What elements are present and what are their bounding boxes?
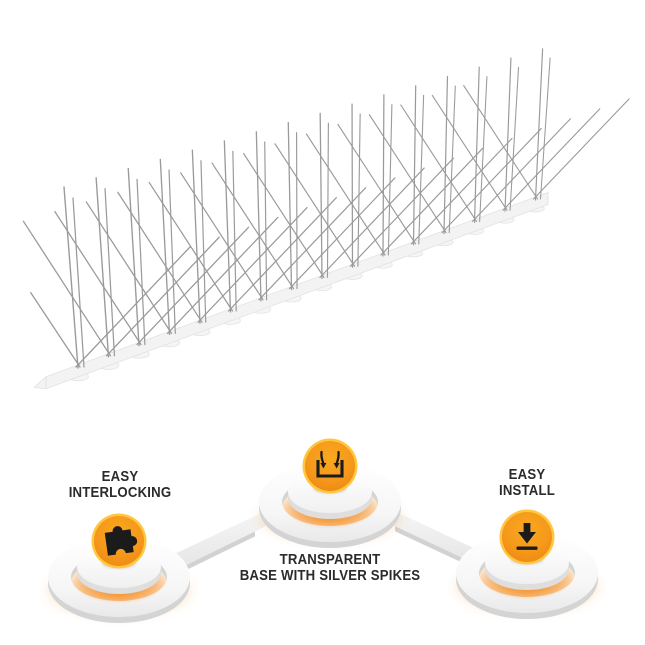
feature-label-easy-interlocking: EASY INTERLOCKING (32, 469, 208, 501)
spike (105, 236, 220, 357)
feature-label-line1: EASY (101, 468, 139, 485)
spike (136, 226, 250, 346)
spike (168, 169, 176, 335)
connector-beams (170, 508, 480, 574)
spike (148, 181, 234, 312)
spike (223, 140, 232, 313)
spike (232, 150, 237, 312)
spike (30, 291, 81, 368)
spike (471, 118, 572, 222)
spike (431, 94, 508, 211)
spike (448, 85, 456, 234)
spike (479, 76, 488, 222)
spike (180, 172, 264, 301)
puzzle-icon (104, 526, 138, 556)
spike (509, 66, 520, 211)
feature-label-transparent-base: TRANSPARENT BASE WITH SILVER SPIKES (224, 552, 435, 584)
spike (197, 206, 308, 323)
bird-spike-strip-render (22, 48, 630, 390)
spike (368, 114, 447, 234)
spike (380, 147, 484, 256)
spike (242, 152, 325, 278)
spike (357, 113, 361, 267)
spike (274, 143, 356, 267)
spike (418, 94, 425, 245)
spike (54, 210, 142, 346)
spike (75, 246, 191, 368)
spike (191, 149, 201, 324)
feature-label-line2: INTERLOCKING (68, 484, 172, 501)
feature-label-line2: BASE WITH SILVER SPIKES (239, 567, 421, 584)
spike (319, 167, 425, 278)
connector-beam-right (388, 508, 480, 566)
base-strip-end-tip (33, 375, 47, 390)
spike (534, 48, 544, 201)
spike (255, 131, 262, 302)
spike (127, 167, 140, 347)
spike (463, 85, 539, 200)
steel-spikes (22, 48, 630, 369)
spike (539, 57, 551, 200)
spike (337, 123, 417, 245)
spike (72, 197, 85, 368)
spike (258, 187, 367, 301)
spike (104, 188, 116, 357)
spike (441, 128, 542, 234)
spike (532, 98, 630, 200)
spike (473, 66, 480, 223)
spike (410, 137, 513, 245)
spike (117, 191, 203, 323)
spike (200, 160, 207, 323)
spike (305, 133, 386, 256)
spike (319, 112, 323, 280)
spike (412, 85, 417, 246)
spike (22, 220, 112, 357)
spike (326, 122, 329, 278)
feature-label-line2: INSTALL (499, 482, 555, 499)
connector-beam-left (170, 508, 272, 573)
spikes-into-base-icon (316, 450, 344, 478)
feature-node-transparent-base (252, 439, 408, 549)
spike (504, 57, 512, 212)
spike (85, 201, 173, 335)
feature-label-easy-install: EASY INSTALL (439, 467, 615, 499)
spike (387, 104, 393, 256)
spike (63, 186, 79, 369)
feature-label-line1: EASY (508, 466, 546, 483)
spike (288, 177, 396, 290)
spike (400, 104, 478, 222)
spike (136, 178, 146, 346)
spike (349, 157, 454, 267)
spike (159, 158, 171, 336)
download-arrow-icon (516, 523, 538, 550)
spike (211, 162, 295, 290)
spike (382, 94, 385, 257)
connector-beam-right-edge (395, 526, 465, 564)
feature-label-line1: TRANSPARENT (279, 551, 381, 568)
spike (443, 75, 449, 235)
spike (287, 121, 293, 291)
connector-beam-left-edge (180, 531, 255, 574)
spike (227, 197, 337, 312)
spike (502, 108, 601, 211)
spike (95, 177, 110, 358)
spike (264, 141, 268, 301)
